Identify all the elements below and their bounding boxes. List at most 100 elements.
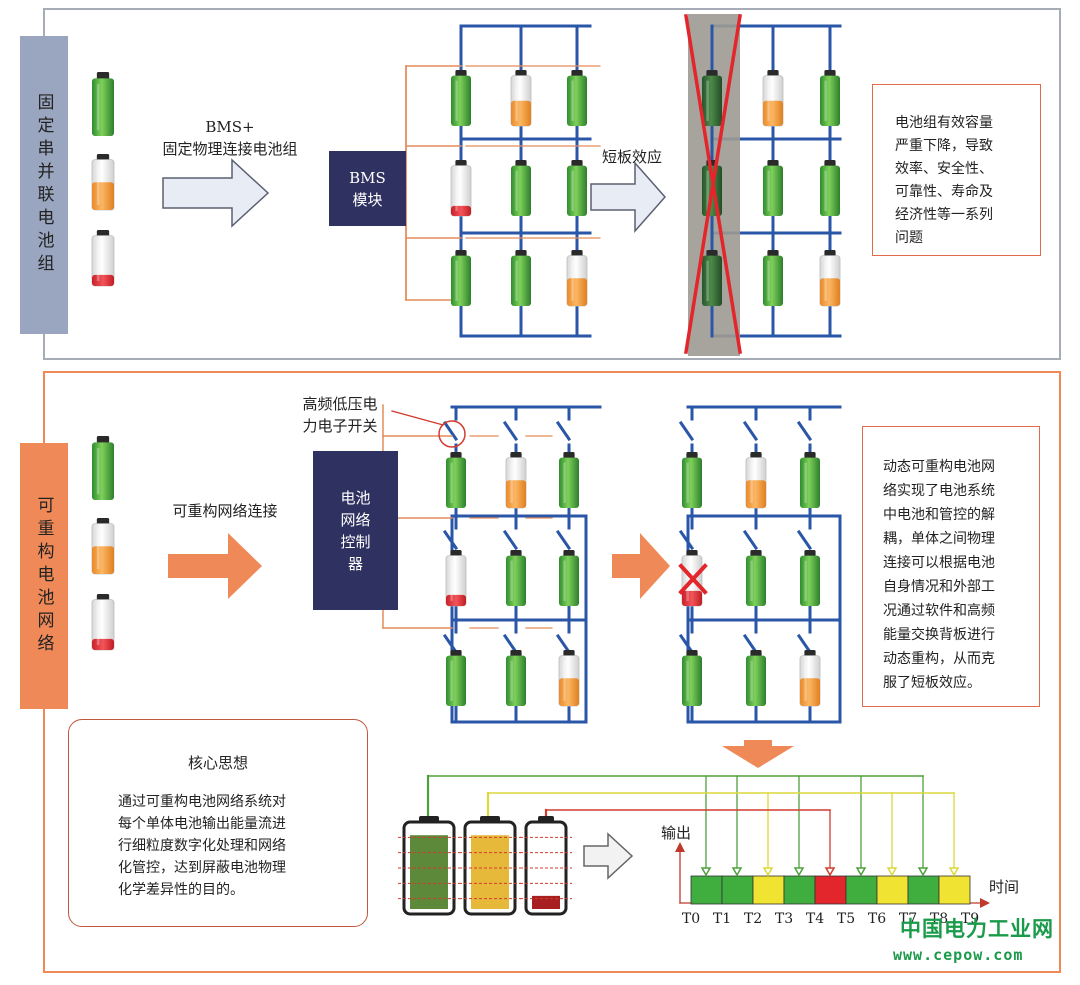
battery-cap <box>686 550 698 557</box>
battery-shine <box>767 260 770 301</box>
battery-body <box>451 255 471 306</box>
battery-icon <box>820 70 840 126</box>
switch-blade <box>678 420 695 442</box>
battery-shine <box>824 80 827 121</box>
battery-body <box>800 457 820 508</box>
battery-body <box>763 165 783 216</box>
battery-body <box>92 442 114 500</box>
battery-icon <box>567 70 587 126</box>
flow-arrowhead <box>700 867 712 877</box>
battery-shine <box>450 660 453 701</box>
battery-icon <box>451 70 471 126</box>
battery-charge <box>763 100 783 126</box>
timeline-segment <box>845 875 878 905</box>
bottom-note-text: 动态可重构电池网络实现了电池系统中电池和管控的解耦，单体之间物理连接可以根据电池… <box>883 455 1033 695</box>
timeline-y-label: 输出 <box>660 824 691 842</box>
battery-charge <box>567 278 587 306</box>
switch-callout: 高频低压电 力电子开关 <box>288 393 392 437</box>
battery-cap <box>686 452 698 459</box>
failure-cross-line <box>678 563 708 595</box>
battery-shine <box>750 660 753 701</box>
switch-blade <box>796 529 813 551</box>
flow-arrowhead <box>917 867 929 877</box>
battery-body <box>511 255 531 306</box>
battery-shine <box>563 660 566 701</box>
battery-icon <box>682 650 702 706</box>
battery-shine <box>96 448 100 495</box>
battery-shine <box>515 170 518 211</box>
cell-stack <box>398 816 460 916</box>
top-arrow-label: BMS+ 固定物理连接电池组 <box>150 116 310 160</box>
battery-shine <box>96 84 100 131</box>
network-controller-line: 控制 <box>340 532 371 551</box>
cell-fill <box>532 895 560 909</box>
battery-icon <box>446 650 466 706</box>
battery-cap <box>450 550 462 557</box>
battery-icon <box>511 250 531 306</box>
bms-module-line2: 模块 <box>352 190 383 209</box>
switch-blade <box>678 529 695 551</box>
switch-blade <box>442 420 459 442</box>
switch-blade <box>502 633 519 655</box>
battery-cap <box>750 550 762 557</box>
switch-blade <box>555 420 572 442</box>
battery-shine <box>455 260 458 301</box>
battery-charge <box>92 638 114 650</box>
battery-icon <box>92 436 114 500</box>
battery-icon <box>91 594 115 651</box>
timeline-segment <box>814 875 847 905</box>
top-note-text: 电池组有效容量严重下降，导致效率、安全性、可靠性、寿命及经济性等一系列问题 <box>895 112 1035 250</box>
battery-shine <box>804 462 807 503</box>
battery-cap <box>450 452 462 459</box>
battery-shine <box>510 560 513 601</box>
cell-fill <box>410 835 448 909</box>
battery-cap <box>563 650 575 657</box>
battery-icon <box>511 160 531 216</box>
bms-module-line1: BMS <box>349 168 386 187</box>
timeline-tick-label: T1 <box>713 911 731 927</box>
top-arrow-label-line1: BMS+ <box>205 118 255 136</box>
battery-shine <box>571 80 574 121</box>
timeline-tick-label: T5 <box>837 911 855 927</box>
battery-shine <box>686 660 689 701</box>
battery-icon <box>450 160 472 217</box>
battery-cap <box>510 452 522 459</box>
battery-icon <box>506 550 526 606</box>
battery-shine <box>510 462 513 503</box>
battery-icon <box>445 550 467 607</box>
battery-cap <box>96 230 110 237</box>
top-big-arrow <box>162 158 270 228</box>
battery-charge <box>506 480 526 508</box>
battery-icon <box>820 160 840 216</box>
timeline-segment <box>783 875 816 905</box>
battery-shine <box>455 170 458 211</box>
network-controller-line: 电池 <box>340 488 371 507</box>
battery-icon <box>819 250 841 307</box>
timeline-segment <box>721 875 754 905</box>
battery-cap <box>750 650 762 657</box>
battery-cap <box>96 72 110 80</box>
timeline-segment <box>907 875 940 905</box>
top-panel-label: 固定串并联电池组 <box>20 36 68 334</box>
battery-body <box>446 655 466 706</box>
battery-cap <box>686 650 698 657</box>
battery-cap <box>767 70 779 77</box>
battery-body <box>682 655 702 706</box>
battery-shine <box>804 560 807 601</box>
battery-cap <box>804 452 816 459</box>
battery-charge <box>92 546 114 574</box>
battery-icon <box>800 550 820 606</box>
battery-charge <box>511 100 531 126</box>
battery-shine <box>571 170 574 211</box>
switch-blade <box>742 529 759 551</box>
battery-icon <box>702 250 722 306</box>
switch-blade <box>555 633 572 655</box>
battery-charge <box>820 278 840 306</box>
cell-stack <box>459 816 521 916</box>
battery-icon <box>800 452 820 508</box>
timeline-tick-label: T4 <box>806 911 824 927</box>
down-arrow <box>722 740 794 768</box>
battery-body <box>763 255 783 306</box>
battery-icon <box>763 250 783 306</box>
battery-cap <box>750 452 762 459</box>
